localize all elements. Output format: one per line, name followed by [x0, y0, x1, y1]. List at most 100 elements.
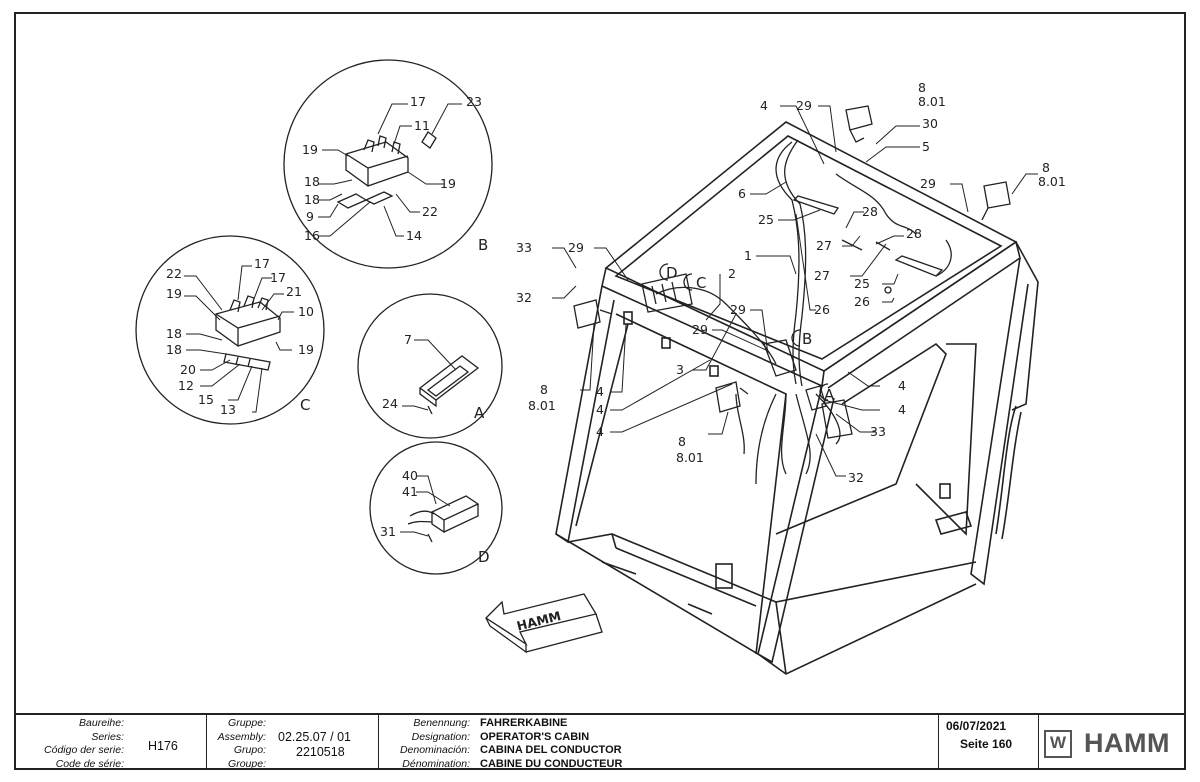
detail-b: 17 23 11 19 19 18 18 9 22 16 14 B	[283, 59, 493, 269]
name-de: FAHRERKABINE	[480, 717, 568, 729]
arrow-hamm-text: HAMM	[515, 608, 562, 633]
callout-19: 19	[302, 142, 318, 157]
designation-label: Designation:	[411, 730, 470, 743]
callout-29: 29	[920, 176, 936, 191]
callout-26: 26	[814, 302, 830, 317]
callout-4: 4	[898, 402, 906, 417]
callout-17: 17	[410, 94, 426, 109]
callout-19: 19	[298, 342, 314, 357]
callout-15: 15	[198, 392, 214, 407]
callout-8: 8	[1042, 160, 1050, 175]
name-fr: CABINE DU CONDUCTEUR	[480, 757, 623, 770]
callout-18: 18	[166, 326, 182, 341]
callout-8-01: 8.01	[1038, 174, 1066, 189]
name-es: CABINA DEL CONDUCTOR	[480, 744, 622, 756]
callout-10: 10	[298, 304, 314, 319]
date-value: 06/07/2021	[946, 719, 1007, 733]
callout-26: 26	[854, 294, 870, 309]
cabin-frame	[555, 121, 1039, 675]
callout-23: 23	[466, 94, 482, 109]
detail-a: 7 24 A	[357, 293, 503, 439]
callout-33: 33	[870, 424, 886, 439]
drawing-sheet: 4 29 8 8.01 30 5 8 8.01 29 6 28 25 27 28…	[14, 12, 1186, 770]
detail-c-fuse-box	[215, 295, 281, 371]
page-value: Seite 160	[960, 737, 1013, 751]
detail-markers	[659, 263, 829, 401]
callout-4: 4	[898, 378, 906, 393]
detail-marker-a: A	[824, 386, 835, 404]
callout-27: 27	[814, 268, 830, 283]
callout-7: 7	[404, 332, 412, 347]
callout-22: 22	[166, 266, 182, 281]
assembly-value: 02.25.07 / 01	[278, 730, 351, 744]
callout-18: 18	[304, 192, 320, 207]
callout-21: 21	[286, 284, 302, 299]
callout-32: 32	[516, 290, 532, 305]
series-label: Series:	[91, 730, 124, 743]
callout-2: 2	[728, 266, 736, 281]
logo-text: HAMM	[1084, 728, 1170, 758]
detail-b-fuse-box	[336, 131, 437, 209]
main-callouts: 4 29 8 8.01 30 5 8 8.01 29 6 28 25 27 28…	[516, 80, 1066, 485]
callout-19: 19	[166, 286, 182, 301]
grupo-value: 2210518	[296, 745, 345, 759]
callout-18: 18	[304, 174, 320, 189]
work-lights	[573, 105, 1011, 413]
callout-8-01: 8.01	[528, 398, 556, 413]
callout-31: 31	[380, 524, 396, 539]
callout-28: 28	[862, 204, 878, 219]
wirtgen-mark-icon: W	[1044, 730, 1072, 758]
baureihe-label: Baureihe:	[79, 717, 124, 729]
callout-29: 29	[568, 240, 584, 255]
detail-marker-d: D	[666, 264, 678, 282]
callout-14: 14	[406, 228, 422, 243]
title-block: Baureihe: Series: Código der serie: Code…	[16, 713, 1184, 770]
callout-8-01: 8.01	[918, 94, 946, 109]
detail-marker-b: B	[802, 330, 812, 348]
benennung-label: Benennung:	[413, 717, 470, 729]
callout-29: 29	[692, 322, 708, 337]
detail-a-label: A	[474, 404, 485, 422]
groupe-label: Groupe:	[228, 757, 266, 770]
detail-b-label: B	[478, 236, 488, 254]
callout-25: 25	[854, 276, 870, 291]
detail-a-light-switch	[418, 355, 480, 415]
codigo-label: Código der serie:	[44, 744, 124, 756]
grupo-label: Grupo:	[233, 744, 266, 756]
callout-4: 4	[760, 98, 768, 113]
callout-32: 32	[848, 470, 864, 485]
callout-13: 13	[220, 402, 236, 417]
callout-20: 20	[180, 362, 196, 377]
designation-values: FAHRERKABINE OPERATOR'S CABIN CABINA DEL…	[480, 717, 623, 770]
callout-16: 16	[304, 228, 320, 243]
callout-4: 4	[596, 384, 604, 399]
logo-mark: W	[1049, 733, 1067, 752]
callout-3: 3	[676, 362, 684, 377]
detail-marker-c: C	[696, 274, 706, 292]
callout-19: 19	[440, 176, 456, 191]
group-labels: Gruppe: Assembly: Grupo: Groupe:	[206, 717, 266, 770]
callout-25: 25	[758, 212, 774, 227]
denomination-label: Dénomination:	[402, 757, 470, 770]
callout-41: 41	[402, 484, 418, 499]
callout-8: 8	[918, 80, 926, 95]
callout-29: 29	[796, 98, 812, 113]
callout-4: 4	[596, 424, 604, 439]
assembly-label: Assembly:	[217, 730, 266, 743]
series-value: H176	[148, 739, 178, 753]
callout-6: 6	[738, 186, 746, 201]
callout-8-01: 8.01	[676, 450, 704, 465]
callout-28: 28	[906, 226, 922, 241]
callout-11: 11	[414, 118, 430, 133]
callout-27: 27	[816, 238, 832, 253]
denominacion-label: Denominación:	[399, 744, 470, 756]
leader-lines	[552, 105, 1038, 477]
name-en: OPERATOR'S CABIN	[480, 730, 590, 743]
series-labels: Baureihe: Series: Código der serie: Code…	[16, 717, 124, 768]
callout-30: 30	[922, 116, 938, 131]
callout-29: 29	[730, 302, 746, 317]
callout-8: 8	[540, 382, 548, 397]
callout-40: 40	[402, 468, 418, 483]
callout-12: 12	[178, 378, 194, 393]
callout-9: 9	[306, 209, 314, 224]
